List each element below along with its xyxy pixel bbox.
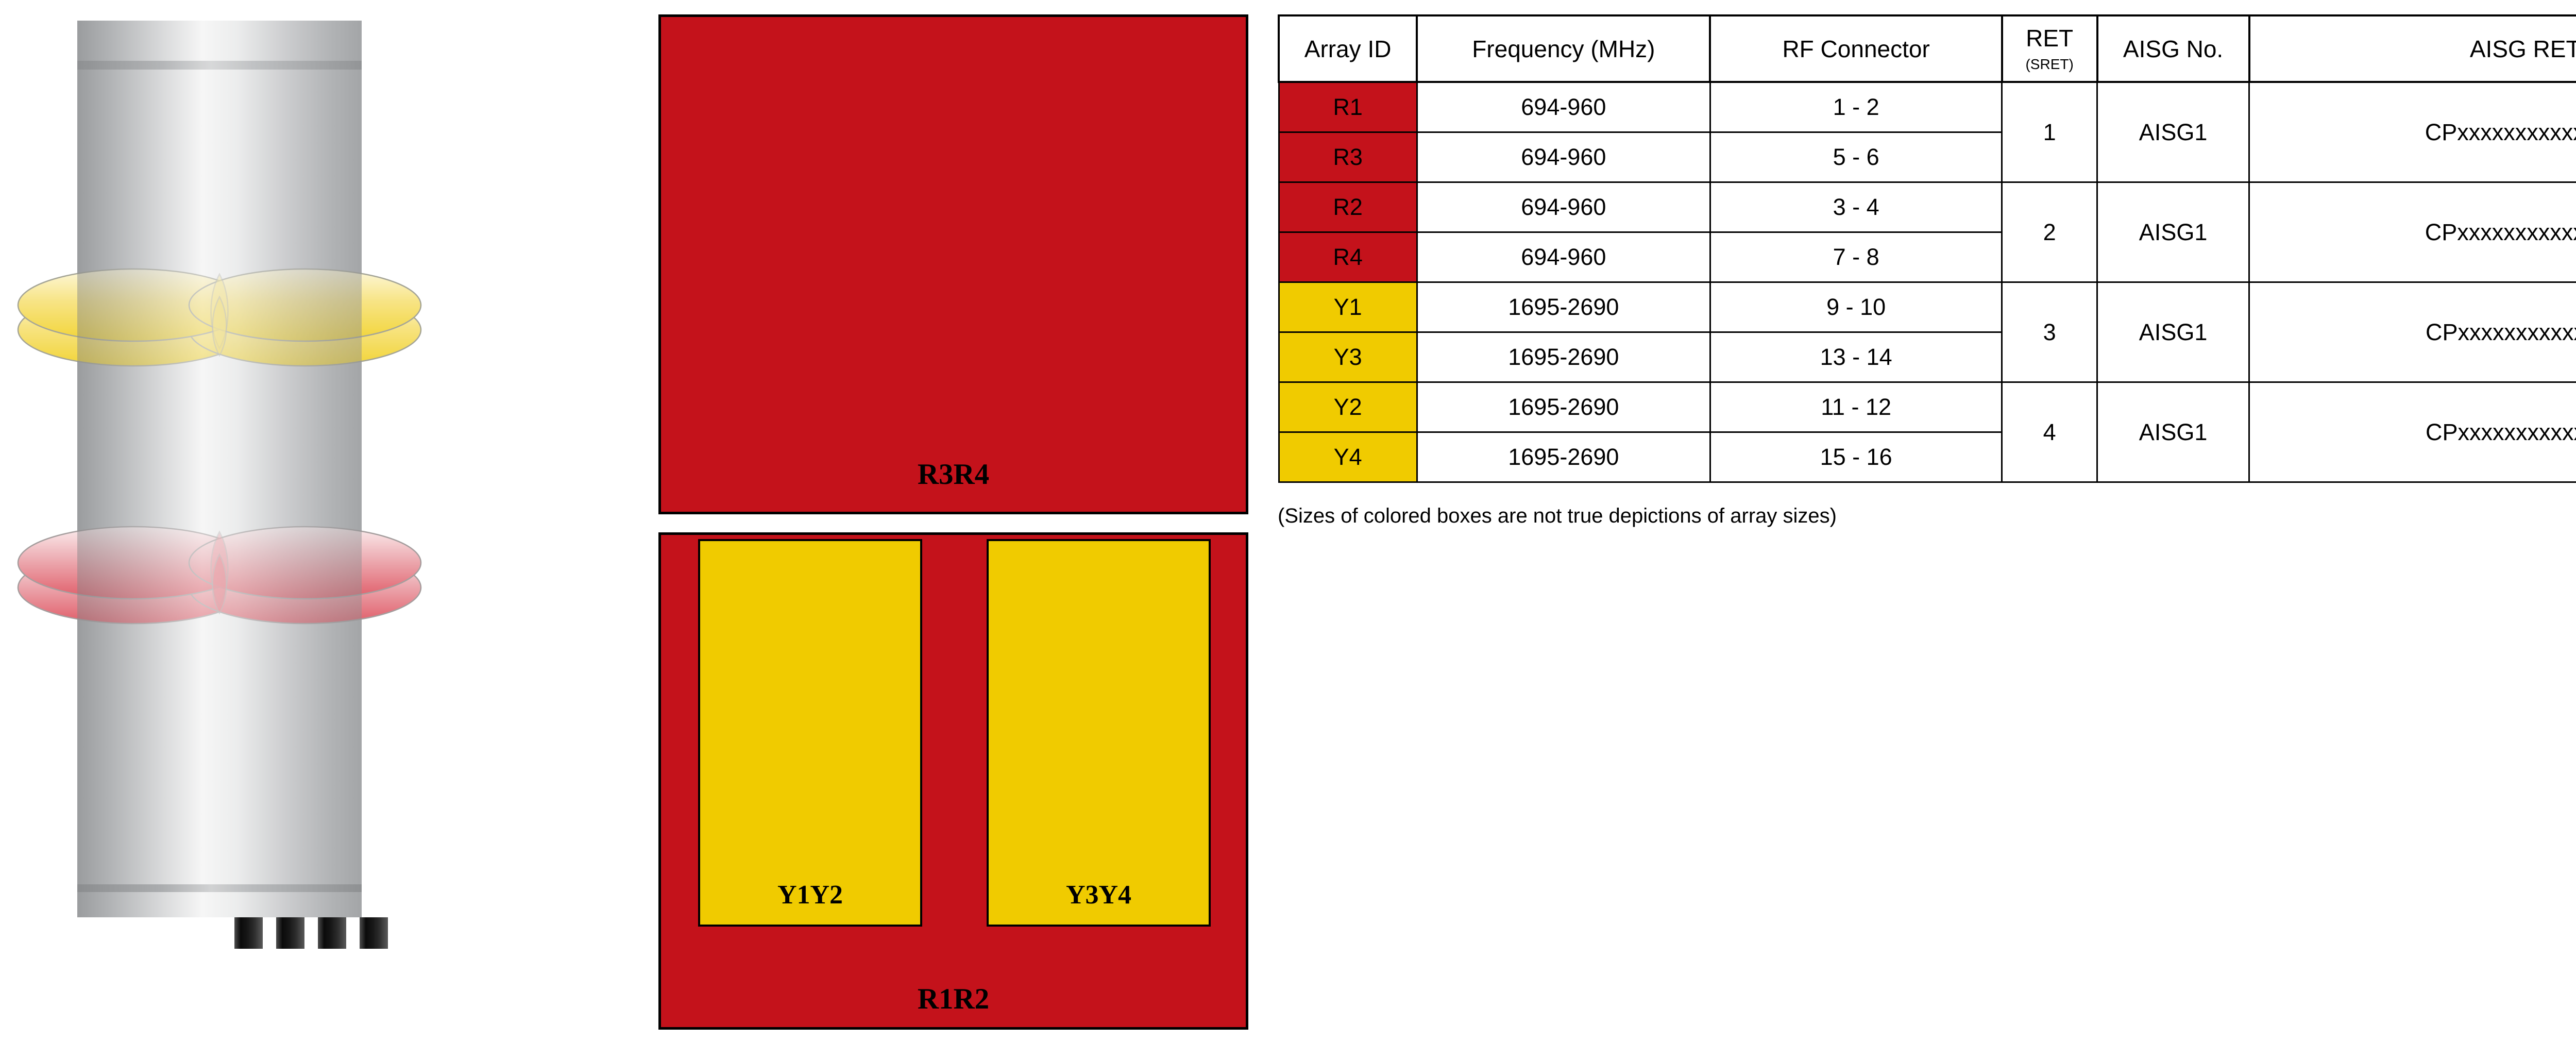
mast-overlay [77, 21, 362, 917]
cell-ret: 4 [2001, 381, 2098, 483]
cell-rf-connector: 9 - 10 [1709, 281, 2003, 333]
table-row: R2 694-960 3 - 4 2 AISG1 CPxxxxxxxxxxxxx… [1278, 181, 2576, 283]
table-row: R1 694-960 1 - 2 1 AISG1 CPxxxxxxxxxxxxx… [1278, 81, 2576, 183]
cell-array-id: Y1 [1278, 281, 1418, 333]
cell-aisg-ret-uid: CPxxxxxxxxxxxxxxxxR2 [2248, 181, 2576, 283]
cell-aisg-no: AISG1 [2096, 181, 2250, 283]
table-body: R1 694-960 1 - 2 1 AISG1 CPxxxxxxxxxxxxx… [1278, 81, 2576, 483]
column-header-ret: RET (SRET) [2001, 14, 2098, 83]
cell-frequency: 1695-2690 [1416, 281, 1711, 333]
table-row: R3 694-960 5 - 6 [1278, 131, 2576, 183]
antenna-mast-diagram [17, 21, 422, 949]
column-header-aisg-ret-uid: AISG RET UID [2248, 14, 2576, 83]
cell-aisg-ret-uid: CPxxxxxxxxxxxxxxxxY1 [2248, 281, 2576, 383]
cell-ret: 1 [2001, 81, 2098, 183]
table-header-row: Array ID Frequency (MHz) RF Connector RE… [1277, 14, 2576, 83]
cell-array-id: Y4 [1278, 431, 1418, 483]
table-row: R4 694-960 7 - 8 [1278, 231, 2576, 283]
table-row: Y1 1695-2690 9 - 10 3 AISG1 CPxxxxxxxxxx… [1278, 281, 2576, 383]
cell-aisg-no: AISG1 [2096, 281, 2250, 383]
array-sub-box-y1y2: Y1Y2 [698, 539, 922, 927]
array-box-upper-label: R3R4 [917, 458, 990, 491]
cell-frequency: 1695-2690 [1416, 331, 1711, 383]
table-row: Y2 1695-2690 11 - 12 4 AISG1 CPxxxxxxxxx… [1278, 381, 2576, 483]
cell-frequency: 694-960 [1416, 131, 1711, 183]
cell-frequency: 694-960 [1416, 181, 1711, 233]
connector-3 [318, 917, 346, 949]
antenna-illustration [0, 0, 618, 1041]
connector-1 [234, 917, 263, 949]
array-table-panel: Array ID Frequency (MHz) RF Connector RE… [1277, 14, 2576, 528]
cell-rf-connector: 5 - 6 [1709, 131, 2003, 183]
column-header-frequency: Frequency (MHz) [1416, 14, 1711, 83]
cell-rf-connector: 3 - 4 [1709, 181, 2003, 233]
array-box-lower-label: R1R2 [917, 983, 990, 1015]
cell-rf-connector: 1 - 2 [1709, 81, 2003, 133]
column-header-array-id: Array ID [1277, 14, 1418, 83]
cell-aisg-no: AISG1 [2096, 381, 2250, 483]
cell-array-id: Y2 [1278, 381, 1418, 433]
array-box-upper: R3R4 [658, 14, 1248, 514]
table-row: Y3 1695-2690 13 - 14 [1278, 331, 2576, 383]
mast-connectors [234, 917, 388, 949]
cell-frequency: 1695-2690 [1416, 431, 1711, 483]
cell-aisg-ret-uid: CPxxxxxxxxxxxxxxxxR1 [2248, 81, 2576, 183]
cell-ret: 2 [2001, 181, 2098, 283]
cell-array-id: Y3 [1278, 331, 1418, 383]
cell-array-id: R1 [1278, 81, 1418, 133]
cell-rf-connector: 15 - 16 [1709, 431, 2003, 483]
cell-frequency: 694-960 [1416, 231, 1711, 283]
connector-2 [276, 917, 304, 949]
cell-array-id: R4 [1278, 231, 1418, 283]
array-configuration-table: Array ID Frequency (MHz) RF Connector RE… [1277, 14, 2576, 483]
column-header-rf-connector: RF Connector [1709, 14, 2003, 83]
cell-array-id: R2 [1278, 181, 1418, 233]
array-layout-diagram: R3R4 Y1Y2 Y3Y4 R1R2 [658, 14, 1248, 1030]
cell-rf-connector: 13 - 14 [1709, 331, 2003, 383]
column-header-ret-sub: (SRET) [2025, 56, 2074, 72]
cell-aisg-ret-uid: CPxxxxxxxxxxxxxxxxY2 [2248, 381, 2576, 483]
table-footnote: (Sizes of colored boxes are not true dep… [1278, 505, 1837, 527]
cell-ret: 3 [2001, 281, 2098, 383]
array-sub-box-y1y2-label: Y1Y2 [777, 880, 843, 910]
array-sub-box-y3y4-label: Y3Y4 [1065, 880, 1132, 910]
cell-frequency: 694-960 [1416, 81, 1711, 133]
connector-4 [360, 917, 388, 949]
cell-aisg-no: AISG1 [2096, 81, 2250, 183]
cell-frequency: 1695-2690 [1416, 381, 1711, 433]
cell-rf-connector: 7 - 8 [1709, 231, 2003, 283]
cell-rf-connector: 11 - 12 [1709, 381, 2003, 433]
table-row: Y4 1695-2690 15 - 16 [1278, 431, 2576, 483]
array-sub-box-y3y4: Y3Y4 [987, 539, 1211, 927]
cell-array-id: R3 [1278, 131, 1418, 183]
array-box-lower: Y1Y2 Y3Y4 R1R2 [658, 532, 1248, 1030]
column-header-ret-main: RET [2026, 24, 2074, 52]
column-header-aisg-no: AISG No. [2096, 14, 2250, 83]
